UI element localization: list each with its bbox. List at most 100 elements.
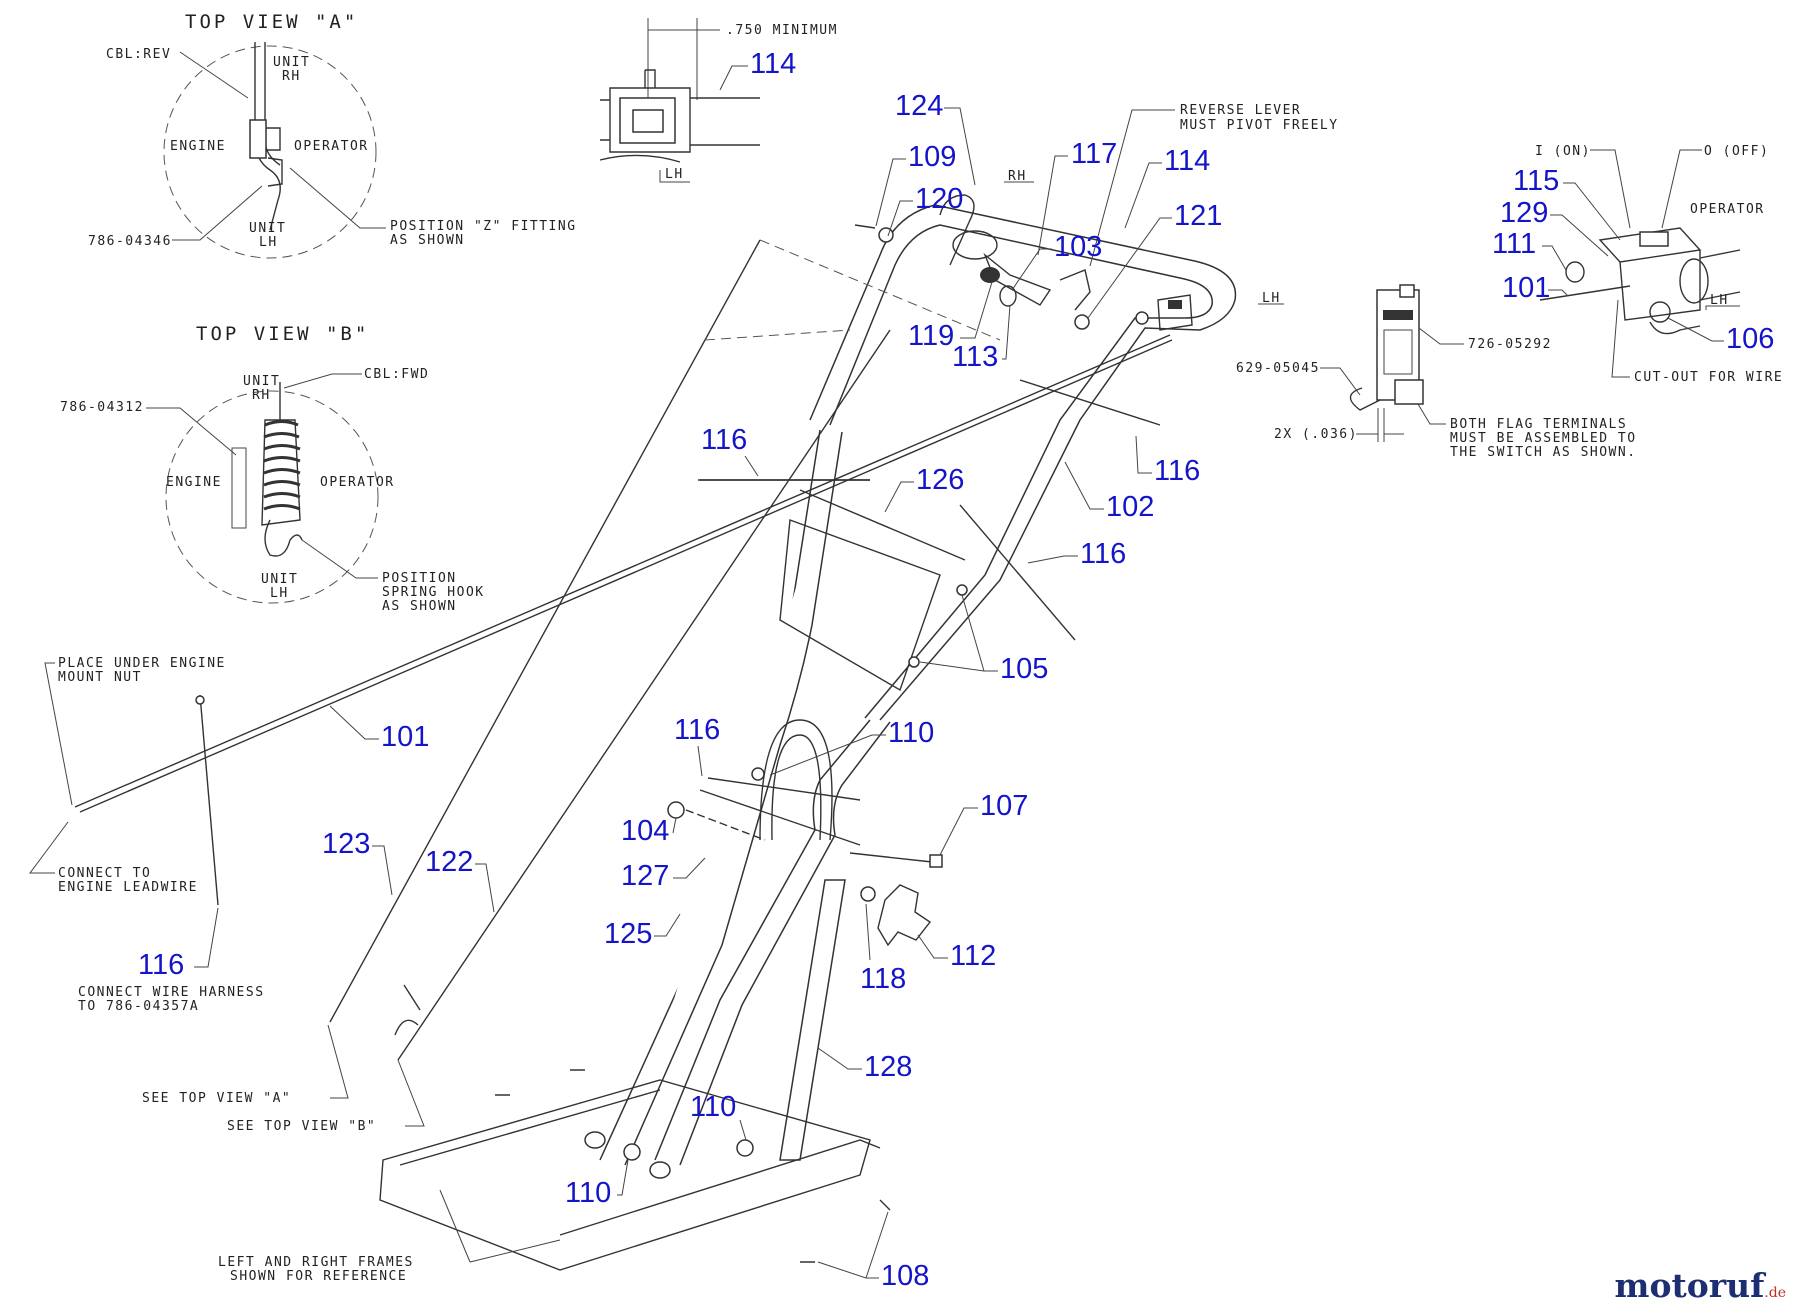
brand-watermark: motoruf.de xyxy=(1615,1266,1786,1305)
switch-detail: I (ON) O (OFF) OPERATOR LH CUT-OUT FOR W… xyxy=(1535,144,1783,385)
callout-112: 112 xyxy=(917,934,996,972)
svg-text:117: 117 xyxy=(1071,138,1117,170)
svg-text:104: 104 xyxy=(621,815,669,847)
svg-text:124: 124 xyxy=(895,90,943,122)
svg-text:123: 123 xyxy=(322,828,370,860)
top-view-a: TOP VIEW "A" CBL:REV UNIT RH ENGINE OPER… xyxy=(88,11,577,259)
callout-121: 121 xyxy=(1087,200,1222,319)
svg-text:OPERATOR: OPERATOR xyxy=(294,139,369,154)
callout-104: 104 xyxy=(621,815,677,847)
svg-text:SEE TOP VIEW "B": SEE TOP VIEW "B" xyxy=(227,1119,376,1134)
svg-text:RH: RH xyxy=(1008,169,1027,184)
callout-116d: 116 xyxy=(674,714,720,777)
svg-text:111: 111 xyxy=(1492,228,1536,260)
callout-124: 124 xyxy=(895,90,976,186)
svg-text:114: 114 xyxy=(1164,145,1210,177)
left-notes: PLACE UNDER ENGINE MOUNT NUT CONNECT TO … xyxy=(29,656,561,1284)
svg-text:.750 MINIMUM: .750 MINIMUM xyxy=(726,23,838,38)
svg-text:112: 112 xyxy=(950,940,996,972)
callout-118: 118 xyxy=(860,903,906,995)
minimum-detail: .750 MINIMUM LH xyxy=(599,18,838,183)
svg-text:116: 116 xyxy=(1080,538,1126,570)
svg-text:CBL:REV: CBL:REV xyxy=(106,47,171,62)
svg-text:CONNECT WIRE HARNESS: CONNECT WIRE HARNESS xyxy=(78,985,265,1000)
callout-113: 113 xyxy=(952,304,1011,373)
svg-text:LH: LH xyxy=(259,235,278,250)
svg-text:SHOWN FOR REFERENCE: SHOWN FOR REFERENCE xyxy=(230,1269,407,1284)
callout-102: 102 xyxy=(1064,461,1154,523)
svg-text:CUT-OUT FOR WIRE: CUT-OUT FOR WIRE xyxy=(1634,370,1783,385)
callout-108: 108 xyxy=(817,1211,929,1292)
svg-text:UNIT: UNIT xyxy=(273,55,310,70)
callout-129: 129 xyxy=(1500,197,1609,257)
callout-105: 105 xyxy=(919,594,1048,685)
cables xyxy=(74,239,1173,1061)
svg-text:ENGINE LEADWIRE: ENGINE LEADWIRE xyxy=(58,880,198,895)
callout-114a: 114 xyxy=(719,48,796,91)
svg-text:101: 101 xyxy=(381,721,429,753)
svg-text:110: 110 xyxy=(565,1177,611,1209)
callout-127: 127 xyxy=(621,857,706,892)
svg-text:PLACE UNDER ENGINE: PLACE UNDER ENGINE xyxy=(58,656,226,671)
callout-120: 120 xyxy=(887,183,963,237)
svg-text:BOTH FLAG TERMINALS: BOTH FLAG TERMINALS xyxy=(1450,417,1627,432)
svg-text:POSITION "Z" FITTING: POSITION "Z" FITTING xyxy=(390,219,577,234)
svg-text:115: 115 xyxy=(1513,165,1559,197)
svg-text:MUST PIVOT FREELY: MUST PIVOT FREELY xyxy=(1180,118,1339,133)
svg-text:114: 114 xyxy=(750,48,796,80)
svg-text:118: 118 xyxy=(860,963,906,995)
svg-text:AS SHOWN: AS SHOWN xyxy=(382,599,457,614)
callout-123: 123 xyxy=(322,828,393,896)
top-view-b-title: TOP VIEW "B" xyxy=(196,323,369,345)
svg-text:122: 122 xyxy=(425,846,473,878)
svg-text:RH: RH xyxy=(252,388,271,403)
svg-text:113: 113 xyxy=(952,341,998,373)
svg-text:106: 106 xyxy=(1726,323,1774,355)
svg-text:127: 127 xyxy=(621,860,669,892)
svg-text:TO 786-04357A: TO 786-04357A xyxy=(78,999,199,1014)
svg-text:MOUNT NUT: MOUNT NUT xyxy=(58,670,142,685)
callout-103: 103 xyxy=(1011,231,1102,291)
svg-text:LH: LH xyxy=(270,586,289,601)
svg-text:107: 107 xyxy=(980,790,1028,822)
svg-text:LEFT AND RIGHT FRAMES: LEFT AND RIGHT FRAMES xyxy=(218,1255,414,1270)
svg-text:110: 110 xyxy=(690,1091,736,1123)
callout-106: 106 xyxy=(1667,317,1774,355)
svg-text:MUST BE ASSEMBLED TO: MUST BE ASSEMBLED TO xyxy=(1450,431,1637,446)
svg-text:103: 103 xyxy=(1054,231,1102,263)
svg-text:2X (.036): 2X (.036) xyxy=(1274,427,1358,442)
svg-text:116: 116 xyxy=(1154,455,1200,487)
svg-text:UNIT: UNIT xyxy=(249,221,286,236)
svg-text:O (OFF): O (OFF) xyxy=(1704,144,1769,159)
svg-text:UNIT: UNIT xyxy=(261,572,298,587)
svg-text:109: 109 xyxy=(908,141,956,173)
svg-text:786-04312: 786-04312 xyxy=(60,400,144,415)
svg-text:LH: LH xyxy=(1710,293,1729,308)
callout-122: 122 xyxy=(425,846,495,913)
callout-110a: 110 xyxy=(769,717,934,776)
callout-115: 115 xyxy=(1513,165,1621,241)
callout-128: 128 xyxy=(817,1047,912,1083)
reverse-lever-note: REVERSE LEVER MUST PIVOT FREELY RH LH xyxy=(1004,103,1339,306)
callout-116b: 116 xyxy=(1135,435,1200,487)
svg-text:OPERATOR: OPERATOR xyxy=(320,475,395,490)
svg-text:121: 121 xyxy=(1174,200,1222,232)
svg-text:SEE TOP VIEW "A": SEE TOP VIEW "A" xyxy=(142,1091,291,1106)
svg-text:116: 116 xyxy=(701,424,747,456)
callout-114b: 114 xyxy=(1124,145,1210,229)
svg-text:116: 116 xyxy=(138,949,184,981)
svg-text:I (ON): I (ON) xyxy=(1535,144,1591,159)
top-view-b: TOP VIEW "B" CBL:FWD UNIT RH ENGINE OPER… xyxy=(60,323,483,614)
svg-text:129: 129 xyxy=(1500,197,1548,229)
svg-text:THE SWITCH AS SHOWN.: THE SWITCH AS SHOWN. xyxy=(1450,445,1637,460)
svg-text:ENGINE: ENGINE xyxy=(166,475,222,490)
callout-116a: 116 xyxy=(701,424,759,477)
svg-text:CBL:FWD: CBL:FWD xyxy=(364,367,429,382)
brand-name: motoruf xyxy=(1614,1266,1765,1305)
brand-tld: .de xyxy=(1764,1285,1786,1301)
callout-116c: 116 xyxy=(1027,538,1126,570)
svg-text:119: 119 xyxy=(908,320,954,352)
callout-111: 111 xyxy=(1492,228,1567,271)
callout-107: 107 xyxy=(939,790,1028,856)
callout-110c: 110 xyxy=(565,1159,629,1209)
